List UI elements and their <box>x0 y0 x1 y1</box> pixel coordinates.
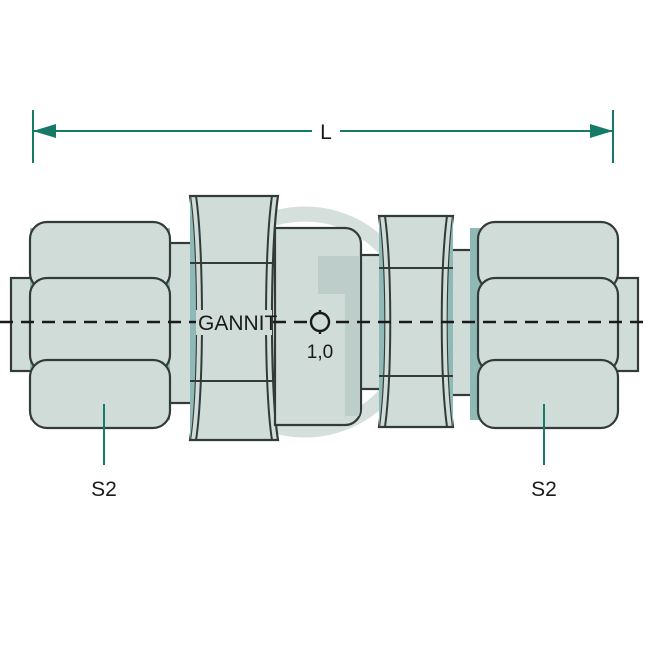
dimension-arrow-left <box>33 124 56 138</box>
hex-nut-right-band-mid <box>476 276 620 374</box>
brand-label: GANNIT <box>198 312 278 335</box>
bore-marker <box>309 310 331 334</box>
callout-label-s2-left: S2 <box>91 478 117 501</box>
dimension-label-L: L <box>320 121 332 144</box>
bore-size-label: 1,0 <box>307 342 333 363</box>
brand-text-backdrop <box>196 310 272 335</box>
callout-label-s2-right: S2 <box>531 478 557 501</box>
hex-nut-left-band-mid <box>28 276 172 374</box>
hex-nut-middle-chamfer-left <box>190 196 196 440</box>
hex-nut-left-band-bottom <box>28 358 172 430</box>
hex-nut-left <box>28 220 172 430</box>
dimension-arrow-right <box>590 124 613 138</box>
watermark-t-glyph <box>318 256 360 416</box>
hex-nut-right <box>476 220 620 430</box>
hex-nut-right-band-bottom <box>476 358 620 430</box>
dimension-length-L: L <box>32 110 614 163</box>
